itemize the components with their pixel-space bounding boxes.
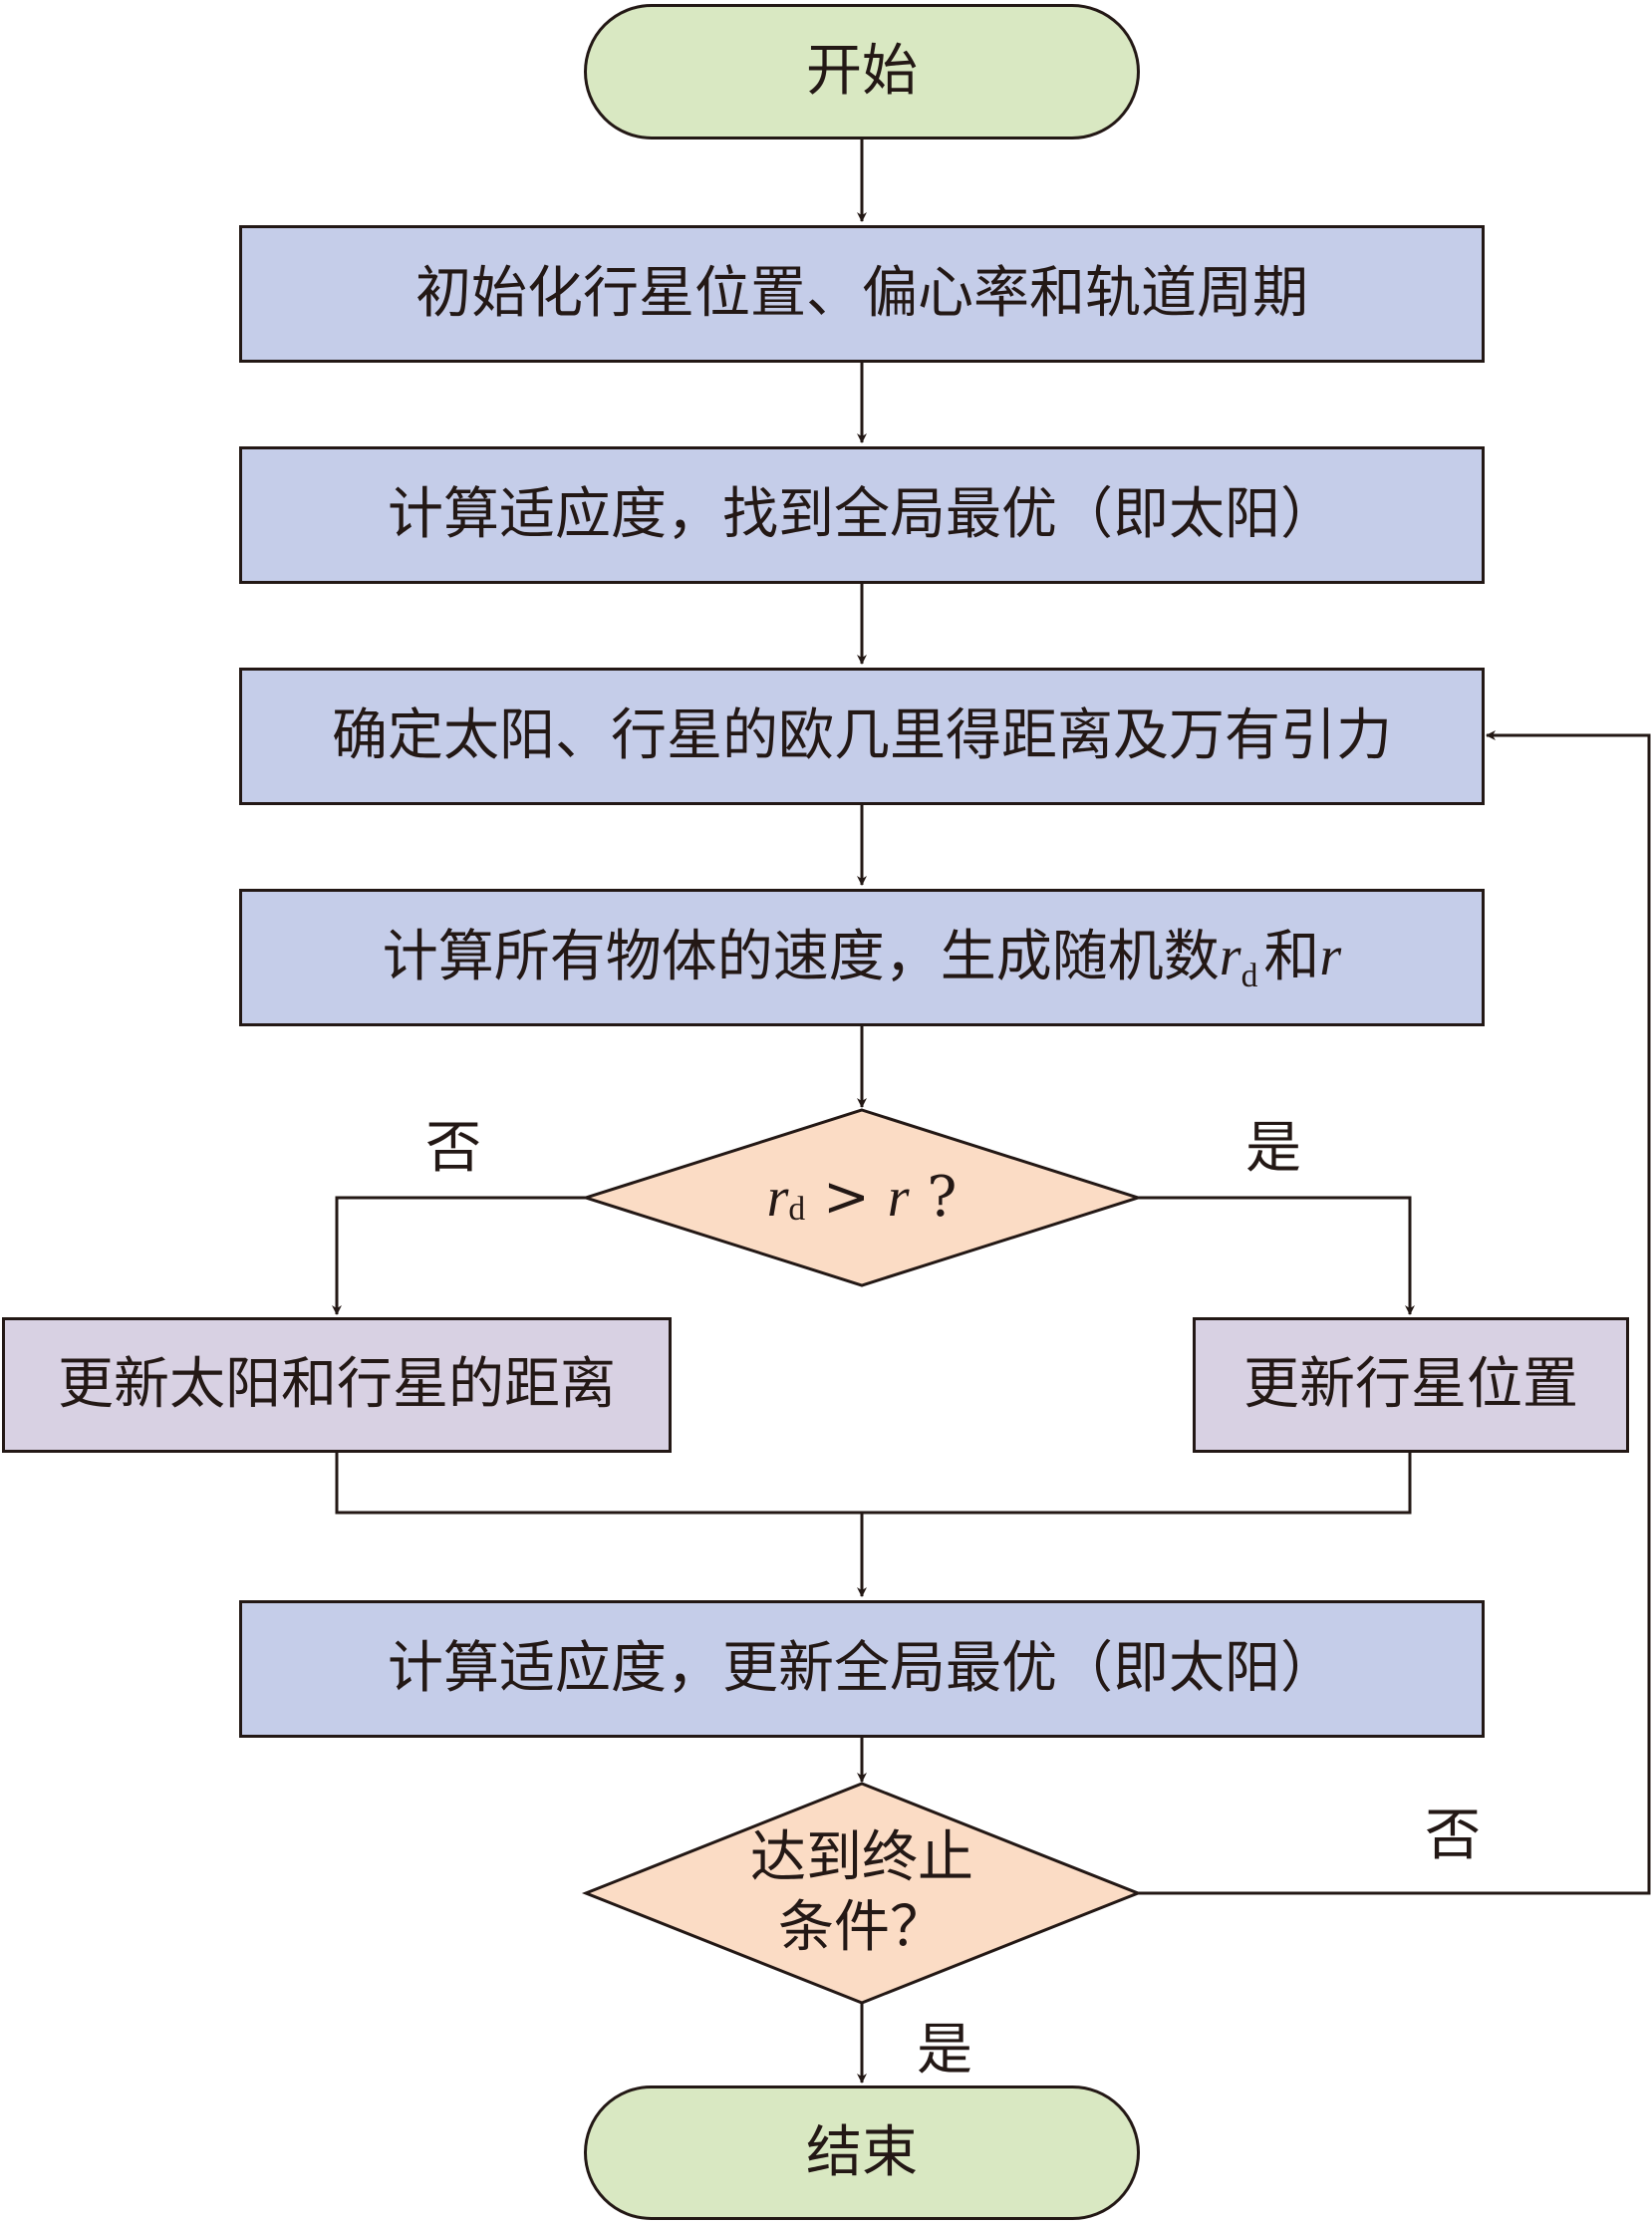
loop-no-label: 否 bbox=[1425, 1804, 1481, 1868]
arrow-decision-yes-branch bbox=[1138, 1196, 1415, 1315]
arrow-loop-back bbox=[1138, 730, 1651, 1895]
step-fitness-find: 计算适应度，找到全局最优（即太阳） bbox=[239, 446, 1485, 584]
branch-yes-label: 是 bbox=[1245, 1116, 1301, 1181]
branch-no-label: 否 bbox=[425, 1116, 481, 1181]
step-fitness-update: 计算适应度，更新全局最优（即太阳） bbox=[239, 1600, 1485, 1738]
step-velocity-text: 计算所有物体的速度，生成随机数 bbox=[382, 925, 1220, 990]
step-distance-gravity: 确定太阳、行星的欧几里得距离及万有引力 bbox=[239, 668, 1485, 805]
decision-stop-line2: 条件？ bbox=[778, 1895, 946, 1960]
step-velocity-joiner: 和 bbox=[1263, 925, 1320, 990]
update-distance: 更新太阳和行星的距离 bbox=[2, 1317, 672, 1453]
end-terminal: 结束 bbox=[584, 2085, 1140, 2220]
update-position: 更新行星位置 bbox=[1193, 1317, 1629, 1453]
decision-stop-text: 达到终止 条件？ bbox=[638, 1813, 1086, 1973]
var-r: r bbox=[1319, 926, 1342, 988]
end-yes-label: 是 bbox=[917, 2018, 972, 2083]
arrow-decision-no-branch bbox=[332, 1196, 586, 1315]
start-terminal: 开始 bbox=[584, 4, 1140, 139]
var-r-d: rd bbox=[1219, 926, 1258, 995]
merge-line bbox=[335, 1453, 1412, 1515]
step-init: 初始化行星位置、偏心率和轨道周期 bbox=[239, 225, 1485, 363]
decision-diamond-rd bbox=[581, 1108, 1143, 1287]
decision-stop-line1: 达到终止 bbox=[750, 1825, 973, 1890]
decision-diamond-stop bbox=[581, 1782, 1143, 2005]
